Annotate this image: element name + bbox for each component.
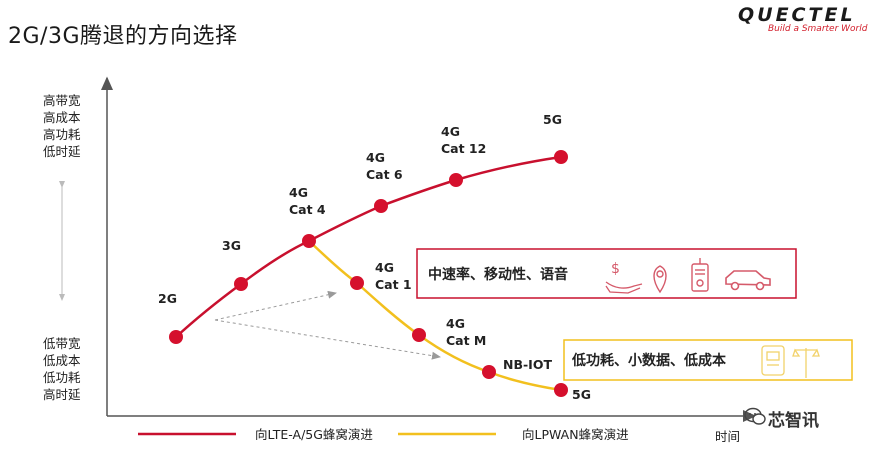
walkie-talkie-icon <box>691 258 709 292</box>
node-nb-iot <box>482 365 496 379</box>
y-top-label-4: 低时延 <box>43 144 81 159</box>
box-low-text: 低功耗、小数据、低成本 <box>571 352 727 369</box>
location-pin-icon <box>653 265 667 294</box>
box-high-text: 中速率、移动性、语音 <box>428 266 568 283</box>
dashed-arrow-1 <box>214 290 337 321</box>
node-4g-cat12 <box>449 173 463 187</box>
label-cat6-line1: 4G <box>366 150 385 165</box>
label-3g: 3G <box>222 238 241 253</box>
coin-hand-icon: $ <box>605 261 643 294</box>
box-high <box>416 248 797 299</box>
quectel-logo: QUECTEL Build a Smarter World <box>738 4 888 40</box>
node-4g-catm <box>412 328 426 342</box>
node-4g-cat1 <box>350 276 364 290</box>
y-bottom-label-2: 低成本 <box>43 353 81 368</box>
label-cat12-line1: 4G <box>441 124 460 139</box>
node-5g-high <box>554 150 568 164</box>
wechat-icon <box>744 407 766 425</box>
label-5g-high: 5G <box>543 112 562 127</box>
logo-tagline: Build a Smarter World <box>768 24 868 34</box>
legend-yellow-label: 向LPWAN蜂窝演进 <box>522 427 629 442</box>
label-cat4-line1: 4G <box>289 185 308 200</box>
y-top-label-1: 高带宽 <box>43 93 81 108</box>
label-cat12-line2: Cat 12 <box>441 141 486 156</box>
node-2g <box>169 330 183 344</box>
label-cat1-line2: Cat 1 <box>375 277 412 292</box>
legend-red-label: 向LTE-A/5G蜂窝演进 <box>255 427 373 442</box>
y-bottom-label-4: 高时延 <box>43 387 81 402</box>
label-catm-line2: Cat M <box>446 333 486 348</box>
street-lamp-icon <box>792 348 820 378</box>
label-catm-line1: 4G <box>446 316 465 331</box>
node-5g-low <box>554 383 568 397</box>
node-3g <box>234 277 248 291</box>
dashed-arrow-2 <box>214 319 441 360</box>
y-bottom-label-3: 低功耗 <box>43 370 81 385</box>
svg-text:$: $ <box>611 261 620 277</box>
watermark: 芯智讯 <box>768 411 819 431</box>
logo-wordmark: QUECTEL <box>738 4 856 26</box>
y-bottom-label-1: 低带宽 <box>43 336 81 351</box>
label-cat4-line2: Cat 4 <box>289 202 326 217</box>
label-nb-iot: NB-IOT <box>503 357 552 372</box>
label-cat1-line1: 4G <box>375 260 394 275</box>
label-cat6-line2: Cat 6 <box>366 167 403 182</box>
x-axis-label: 时间 <box>715 429 740 444</box>
y-top-label-2: 高成本 <box>43 110 81 125</box>
lte-evolution-curve <box>175 155 562 338</box>
box-low <box>563 339 853 381</box>
label-2g: 2G <box>158 291 177 306</box>
car-icon <box>725 270 771 291</box>
node-4g-cat6 <box>374 199 388 213</box>
y-top-label-3: 高功耗 <box>43 127 81 142</box>
label-5g-low: 5G <box>572 387 591 402</box>
page-title: 2G/3G腾退的方向选择 <box>8 24 238 49</box>
meter-icon <box>761 345 785 376</box>
node-4g-cat4 <box>302 234 316 248</box>
